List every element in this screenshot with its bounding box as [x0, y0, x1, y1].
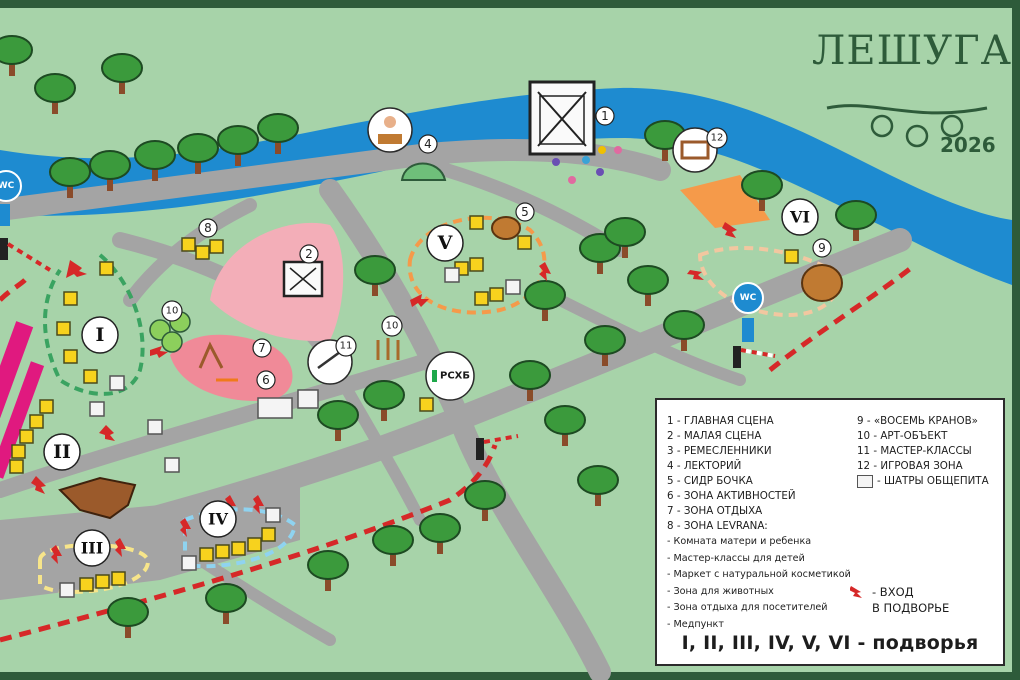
lecture-dome	[400, 162, 447, 181]
legend-footer: I, II, III, IV, V, VI - подворья	[681, 632, 979, 654]
zone-III: III	[73, 529, 111, 567]
marker-9-label: 9	[818, 241, 826, 255]
marker-6: 6	[256, 370, 276, 390]
white-tents	[59, 267, 521, 598]
map-legend: 1 - ГЛАВНАЯ СЦЕНА 2 - МАЛАЯ СЦЕНА 3 - РЕ…	[655, 398, 1005, 666]
zone-II: II	[43, 433, 81, 471]
marker-4-label: 4	[424, 137, 432, 151]
marker-10-right-label: 10	[386, 321, 399, 332]
legend-item-8: 8 - ЗОНА LEVRANA:	[667, 520, 768, 532]
zone-IV: IV	[199, 500, 237, 538]
marker-12: 12	[706, 127, 728, 149]
legend-sub-item: - Комната матери и ребенка	[667, 536, 812, 547]
zone-II-label: II	[53, 441, 71, 463]
marker-4: 4	[418, 134, 438, 154]
art-wood-object	[58, 476, 137, 520]
trees	[0, 35, 877, 638]
zone-I-label: I	[96, 324, 105, 346]
legend-sub-item: - Зона отдыха для посетителей	[667, 602, 828, 614]
legend-entry-line-2: В ПОДВОРЬЕ	[872, 601, 950, 615]
legend-entry-line-1: - ВХОД	[872, 585, 914, 599]
legend-sub-item: - Зона для животных	[667, 585, 774, 597]
legend-left-column: 1 - ГЛАВНАЯ СЦЕНА 2 - МАЛАЯ СЦЕНА 3 - РЕ…	[667, 414, 852, 634]
legend-item-7: 7 - ЗОНА ОТДЫХА	[667, 505, 763, 517]
wc-marker-right: WC	[732, 282, 764, 342]
zone-IV-label: IV	[208, 510, 228, 529]
logo-title: ЛЕШУГА	[812, 28, 1012, 74]
marker-11: 11	[335, 335, 357, 357]
legend-sub-item: - Мастер-классы для детей	[667, 552, 805, 564]
tent-icon	[857, 475, 873, 488]
marker-1: 1	[595, 106, 615, 126]
apple-branch-icon	[826, 104, 988, 148]
entrance-stripes	[0, 321, 45, 479]
zone-VI: VI	[781, 198, 819, 236]
marker-5: 5	[515, 202, 535, 222]
legend-sub-item: - Медпункт	[667, 618, 724, 630]
number-markers: 1 2 4 5 6 7 8 9 10 10 11 12	[161, 106, 832, 390]
legend-right-column: 9 - «ВОСЕМЬ КРАНОВ» 10 - АРТ-ОБЪЕКТ 11 -…	[857, 414, 1005, 489]
zone-VI-label: VI	[789, 208, 810, 227]
art-object-wheat	[376, 338, 400, 360]
bubble-game-zone	[672, 127, 718, 173]
marker-5-label: 5	[521, 205, 529, 219]
legend-item-4: 4 - ЛЕКТОРИЙ	[667, 460, 742, 472]
zone-V-label: V	[437, 232, 454, 254]
cider-barrel	[491, 216, 843, 302]
marker-10-left: 10	[161, 300, 183, 322]
marker-1-label: 1	[601, 109, 609, 123]
marker-8: 8	[198, 218, 218, 238]
logo-year: 2026	[940, 133, 996, 157]
entry-arrows	[31, 222, 737, 564]
legend-item-9: 9 - «ВОСЕМЬ КРАНОВ»	[857, 415, 978, 427]
main-stage	[528, 80, 596, 156]
legend-item-tents: - ШАТРЫ ОБЩЕПИТА	[857, 474, 1005, 489]
bubble-lecture	[367, 107, 413, 153]
legend-item-3: 3 - РЕМЕСЛЕННИКИ	[667, 445, 772, 457]
marker-9: 9	[812, 238, 832, 258]
zone-V: V	[426, 224, 464, 262]
marker-8-label: 8	[204, 221, 212, 235]
marker-10-left-label: 10	[166, 306, 179, 317]
sponsor-label: РСХБ	[440, 371, 470, 382]
sponsor-badge: РСХБ	[425, 351, 475, 401]
gates	[0, 238, 776, 460]
wc-label-left: WC	[0, 181, 15, 191]
marker-2: 2	[299, 244, 319, 264]
legend-item-2: 2 - МАЛАЯ СЦЕНА	[667, 430, 762, 442]
legend-item-5: 5 - СИДР БОЧКА	[667, 475, 753, 487]
legend-item-12: 12 - ИГРОВАЯ ЗОНА	[857, 460, 963, 472]
swing	[198, 341, 238, 382]
perimeter-line	[0, 263, 917, 643]
river	[0, 87, 1012, 285]
marker-7-label: 7	[258, 341, 266, 355]
crowd	[552, 146, 622, 184]
marker-2-label: 2	[305, 247, 313, 261]
legend-item-6: 6 - ЗОНА АКТИВНОСТЕЙ	[667, 490, 796, 502]
zone-I: I	[81, 316, 119, 354]
marker-10-right: 10	[381, 315, 403, 337]
wc-label-right: WC	[740, 293, 757, 303]
small-stage	[282, 260, 324, 298]
zone-markers: I II III IV V VI	[43, 198, 819, 567]
marker-11-label: 11	[340, 341, 353, 352]
wc-marker-left: WC	[0, 170, 22, 226]
legend-item-10: 10 - АРТ-ОБЪЕКТ	[857, 430, 948, 442]
legend-item-11: 11 - МАСТЕР-КЛАССЫ	[857, 445, 972, 457]
food-tents	[9, 215, 799, 592]
legend-sub-item: - Маркет с натуральной косметикой	[667, 569, 851, 581]
festival-logo: ЛЕШУГА 2026	[812, 28, 1012, 163]
marker-12-label: 12	[711, 133, 724, 144]
zone-III-label: III	[81, 539, 103, 558]
marker-7: 7	[252, 338, 272, 358]
legend-entry: - ВХОД В ПОДВОРЬЕ	[850, 584, 950, 616]
entry-arrow-icon	[850, 586, 862, 598]
legend-item-1: 1 - ГЛАВНАЯ СЦЕНА	[667, 415, 774, 427]
marker-6-label: 6	[262, 373, 270, 387]
legend-tents-label: - ШАТРЫ ОБЩЕПИТА	[877, 475, 989, 487]
